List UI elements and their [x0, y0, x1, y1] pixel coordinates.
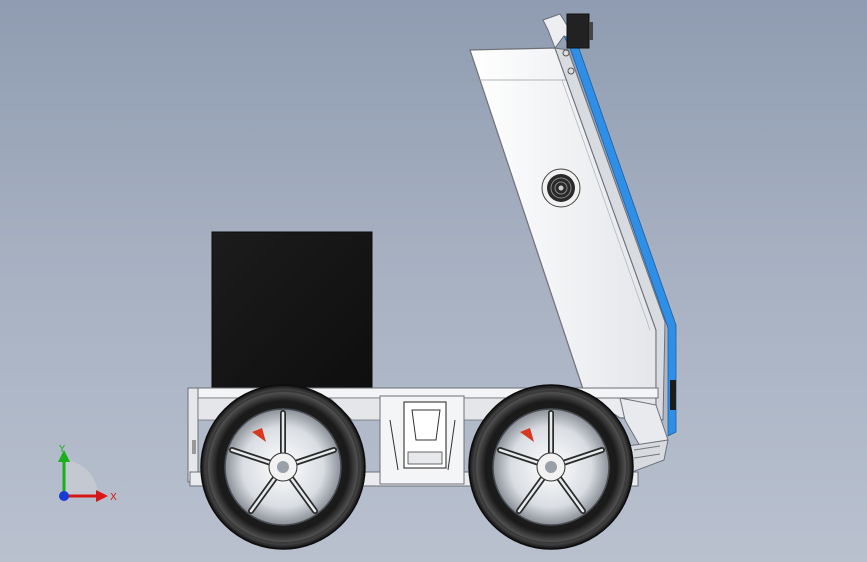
payload-box[interactable]: [211, 231, 373, 395]
axis-triad: Y X: [58, 444, 117, 503]
speaker-icon: [541, 168, 581, 208]
y-axis-arrow-icon: [58, 450, 70, 462]
front-wheel[interactable]: [200, 384, 366, 550]
rear-wheel[interactable]: [468, 384, 634, 550]
x-axis-label: X: [110, 492, 117, 503]
x-axis-arrow-icon: [96, 490, 108, 502]
top-connector: [566, 13, 590, 49]
accent-strip: [563, 35, 677, 437]
y-axis-label: Y: [58, 444, 66, 455]
rear-tower[interactable]: [469, 13, 677, 473]
z-axis-origin-icon: [59, 491, 69, 501]
